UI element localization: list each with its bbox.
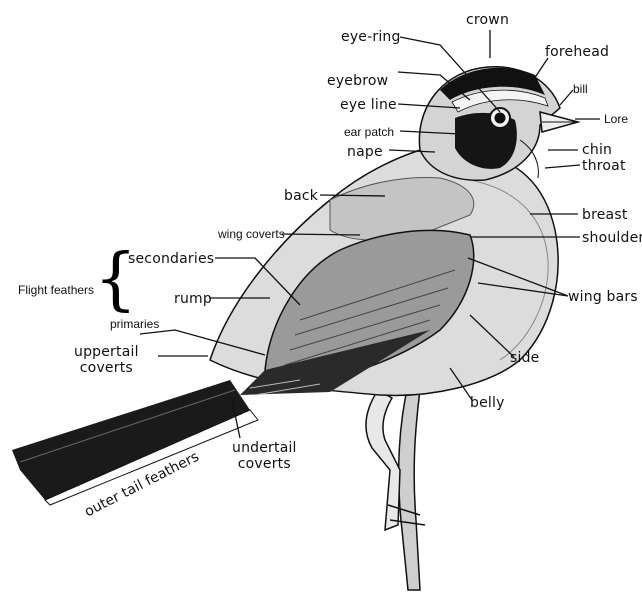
label-wing-coverts: wing coverts	[218, 228, 285, 240]
label-uppertail-coverts: uppertail coverts	[74, 344, 139, 376]
label-chin: chin	[582, 143, 612, 157]
label-belly: belly	[470, 396, 505, 410]
legs-and-perch	[366, 385, 425, 590]
label-wing-bars: wing bars	[568, 290, 638, 304]
label-eyebrow: eyebrow	[327, 74, 388, 88]
label-throat: throat	[582, 159, 626, 173]
label-eye-line: eye line	[340, 98, 397, 112]
label-side: side	[510, 351, 539, 365]
label-crown: crown	[466, 13, 509, 27]
label-bill: bill	[573, 83, 588, 95]
label-back: back	[284, 189, 318, 203]
label-rump: rump	[174, 292, 212, 306]
label-shoulder: shoulder	[582, 231, 642, 245]
label-ear-patch: ear patch	[344, 126, 394, 138]
label-breast: breast	[582, 208, 628, 222]
label-lore: Lore	[604, 113, 628, 125]
label-eye-ring: eye-ring	[341, 30, 401, 44]
label-nape: nape	[347, 145, 383, 159]
bird-head	[419, 67, 578, 180]
label-undertail-coverts: undertail coverts	[232, 440, 297, 472]
label-flight-feathers: Flight feathers	[18, 284, 94, 296]
label-forehead: forehead	[545, 45, 609, 59]
label-secondaries: secondaries	[128, 252, 214, 266]
label-primaries: primaries	[110, 318, 159, 330]
